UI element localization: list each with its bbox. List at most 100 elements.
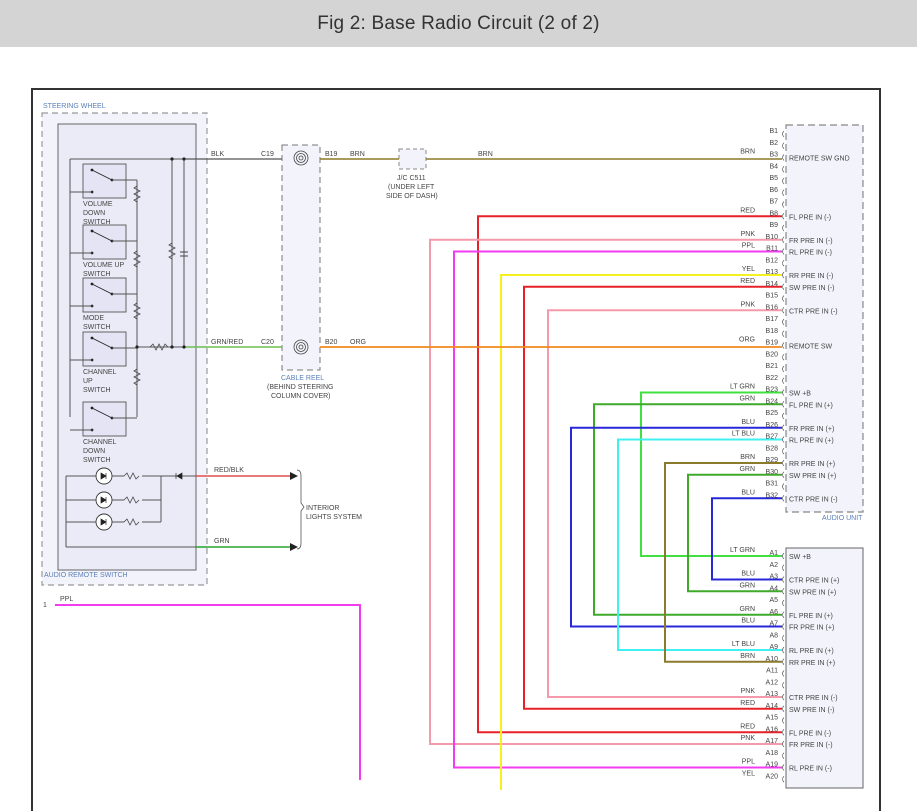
wire-label-red-blk: RED/BLK	[214, 467, 244, 474]
pin-socket-icon	[782, 154, 785, 161]
pin-socket-icon	[782, 130, 785, 138]
pin-socket-icon	[782, 307, 785, 314]
b-pin-b13: B13	[766, 269, 779, 276]
wire-color-a9: LT BLU	[732, 641, 755, 648]
ppl-wire-label: PPL	[60, 596, 73, 603]
pin-socket-icon	[782, 448, 785, 455]
pin-function-b32: CTR PRE IN (-)	[789, 496, 838, 503]
a-pin-a14: A14	[766, 703, 779, 710]
pin-socket-icon	[782, 260, 785, 267]
wire-label-grn-red: GRN/RED	[211, 339, 243, 346]
connector-b20-label: B20	[325, 339, 338, 346]
b-pin-b11: B11	[766, 246, 778, 253]
switch-contact-icon	[91, 337, 113, 349]
wire-label-brn-1: BRN	[350, 151, 365, 158]
resistor-icon	[123, 472, 140, 480]
wire-routes	[429, 215, 782, 790]
resistor-icon	[123, 496, 140, 504]
resistor-icon	[168, 242, 176, 260]
volume-down-switch-label-2: SWITCH	[83, 219, 111, 226]
channel-up-switch-label-0: CHANNEL	[83, 369, 117, 376]
junction-dot	[182, 157, 186, 161]
a-pin-a1: A1	[769, 550, 778, 557]
resistor-icon	[133, 302, 141, 320]
connector-c20-label: C20	[261, 339, 274, 346]
b-pin-b29: B29	[766, 457, 779, 464]
pin-function-a6: FL PRE IN (+)	[789, 613, 833, 620]
switch-contact-icon	[91, 407, 113, 419]
pin-socket-icon	[782, 588, 785, 595]
resistor-icon	[133, 185, 141, 203]
wire-b32-a3	[711, 497, 782, 581]
pin-function-b30: SW PRE IN (+)	[789, 473, 836, 480]
pin-socket-icon	[782, 412, 785, 420]
interior-lights-label-2: LIGHTS SYSTEM	[306, 514, 362, 521]
wire-color-b10: PNK	[741, 231, 756, 238]
volume-up-switch-label-1: SWITCH	[83, 271, 111, 278]
switch-contact-icon	[91, 283, 113, 295]
wire-color-a6: GRN	[739, 606, 755, 613]
a-pin-a10: A10	[766, 656, 779, 663]
mode-switch	[82, 277, 127, 313]
b-pin-b8: B8	[769, 210, 778, 217]
diode-icon	[175, 472, 183, 480]
pin-function-a4: SW PRE IN (+)	[789, 589, 836, 596]
pin-socket-icon	[782, 342, 785, 349]
pin-socket-icon	[782, 552, 785, 560]
pin-socket-icon	[782, 224, 785, 232]
b-pin-b2: B2	[769, 140, 778, 147]
wire-color-b3: BRN	[740, 149, 755, 156]
a-pin-a8: A8	[769, 632, 778, 639]
wire-color-a14: RED	[740, 700, 755, 707]
pin-socket-icon	[782, 236, 785, 243]
b-pin-b15: B15	[766, 293, 779, 300]
wire-color-a20: YEL	[742, 770, 755, 777]
junction-connector-box	[398, 148, 427, 170]
pin-socket-icon	[782, 271, 785, 279]
jc-location-2: SIDE OF DASH)	[386, 193, 438, 200]
pin-socket-icon	[782, 646, 785, 654]
wire-label-brn-2: BRN	[478, 151, 493, 158]
pin-socket-icon	[782, 365, 785, 373]
audio-unit-label: AUDIO UNIT	[822, 515, 863, 522]
pin-socket-icon	[782, 611, 785, 618]
interior-lights-label-1: INTERIOR	[306, 505, 339, 512]
volume-up-switch-label-0: VOLUME UP	[83, 262, 125, 269]
pin-socket-icon	[782, 424, 785, 431]
a-pin-a7: A7	[769, 621, 778, 628]
pin-socket-icon	[782, 377, 785, 384]
arrow-icon	[290, 543, 298, 551]
pin-socket-icon	[782, 389, 785, 396]
pin-function-a1: SW +B	[789, 554, 811, 561]
b-pin-b17: B17	[766, 316, 779, 323]
resistor-icon	[133, 250, 141, 268]
wire-color-b8: RED	[740, 207, 755, 214]
wire-label-org: ORG	[350, 339, 366, 346]
wire-color-b24: GRN	[739, 395, 755, 402]
b-pin-b30: B30	[766, 469, 779, 476]
pin-socket-icon	[782, 495, 785, 502]
pin-function-b3: REMOTE SW GND	[789, 156, 850, 163]
pin-function-b26: FR PRE IN (+)	[789, 426, 834, 433]
wire-color-b29: BRN	[740, 454, 755, 461]
cable-reel-location-1: (BEHIND STEERING	[267, 384, 334, 391]
pin-socket-icon	[782, 189, 785, 196]
pin-socket-icon	[782, 740, 785, 748]
pin-socket-icon	[782, 623, 785, 630]
pin-function-b27: RL PRE IN (+)	[789, 438, 834, 445]
pin-socket-icon	[782, 576, 785, 583]
interior-lights-bracket	[296, 469, 305, 550]
wire-color-a7: BLU	[741, 618, 755, 625]
a-pin-a4: A4	[769, 585, 778, 592]
wire-color-a3: BLU	[741, 571, 755, 578]
pin-socket-icon	[782, 201, 785, 208]
pin-function-b24: FL PRE IN (+)	[789, 402, 833, 409]
b-pin-b31: B31	[766, 481, 779, 488]
pin-socket-icon	[782, 459, 785, 467]
pin-socket-icon	[782, 177, 785, 185]
pin-socket-icon	[782, 717, 785, 724]
pin-socket-icon	[782, 705, 785, 712]
wire-color-b23: LT GRN	[730, 384, 755, 391]
